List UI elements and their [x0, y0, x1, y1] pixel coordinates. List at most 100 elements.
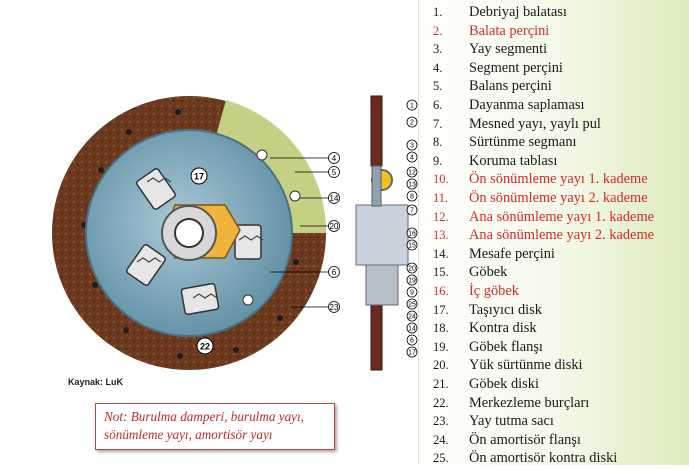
legend-item-number: 25.: [433, 451, 449, 466]
legend-item-label: Göbek: [469, 264, 508, 281]
legend-item-number: 10.: [433, 172, 449, 187]
disc-callout: 4: [332, 154, 337, 163]
diagram-svg: 17 22 4 5 14 20 6 23: [52, 95, 418, 371]
legend-item: 14. Mesafe perçini: [433, 245, 555, 263]
disc-callout: 23: [330, 303, 339, 312]
legend-item-label: Ön amortisör kontra diski: [469, 450, 618, 467]
hub-splines: [174, 218, 204, 248]
section-callout: 16: [408, 231, 416, 238]
section-callout: 7: [410, 208, 414, 215]
section-callout: 9: [410, 290, 414, 297]
legend-item-label: Ön sönümleme yayı 2. kademe: [469, 190, 648, 206]
legend-item: 3.Yay segmenti: [433, 40, 547, 58]
legend-item-label: Merkezleme burçları: [469, 394, 590, 411]
legend-item: 2.Balata perçini: [433, 22, 549, 40]
disc-callout: 20: [330, 222, 339, 231]
disc-inner-label: 22: [200, 342, 210, 352]
legend-item-number: 9.: [433, 153, 443, 168]
legend-item-number: 16.: [433, 284, 449, 298]
legend-item-number: 23.: [433, 414, 449, 429]
legend-item: 20.Yük sürtünme diski: [433, 356, 583, 374]
disc-callout: 6: [332, 268, 337, 277]
legend-item: 10. Ön sönümleme yayı 1. kademe: [433, 170, 648, 188]
segment-rivets: [242, 149, 301, 306]
legend-item-label: Göbek flanşı: [469, 338, 543, 355]
disc-callout: 14: [330, 194, 339, 203]
section-hub-body: [355, 204, 409, 266]
legend-item-number: 24.: [433, 432, 449, 447]
legend-item: 1. Debriyaj balatası: [433, 3, 567, 21]
legend-item: 25. Ön amortisör kontra diski: [433, 449, 617, 467]
section-callout: 8: [410, 194, 414, 201]
section-lining-bottom: [370, 304, 383, 371]
legend-item: 11. Ön sönümleme yayı 2. kademe: [433, 189, 648, 207]
legend-item-label: Balans perçini: [469, 78, 552, 95]
disc-callout: 5: [332, 168, 337, 177]
legend-item: 4.Segment perçini: [433, 59, 563, 77]
legend-item: 12. Ana sönümleme yayı 1. kademe: [433, 208, 654, 226]
legend-item-number: 14.: [433, 246, 449, 261]
legend-item: 9. Koruma tablası: [433, 152, 557, 170]
note-text: Not: Burulma damperi, burulma yayı, sönü…: [104, 409, 304, 442]
legend-item: 7. Mesned yayı, yaylı pul: [433, 115, 601, 133]
legend-item: 15. Göbek: [433, 263, 507, 281]
legend-item: 18. Kontra disk: [433, 319, 537, 337]
legend-item-label: Debriyaj balatası: [469, 4, 567, 20]
legend-item-label: Göbek diski: [469, 376, 539, 392]
legend-item-number: 22.: [433, 395, 449, 410]
lining-rivets: [81, 109, 299, 359]
cross-section: [355, 95, 409, 371]
note-box: Not: Burulma damperi, burulma yayı, sönü…: [95, 403, 335, 450]
legend-item: 23. Yay tutma sacı: [433, 412, 554, 430]
legend-item-label: Mesned yayı, yaylı pul: [469, 115, 601, 132]
legend-item-label: Taşıyıcı disk: [469, 301, 542, 318]
section-plate-upper: [371, 165, 382, 207]
legend-item-number: 5.: [433, 79, 443, 94]
legend-item-number: 6.: [433, 98, 443, 112]
legend-item: 24.Ön amortisör flanşı: [433, 431, 581, 449]
section-callout: 6: [410, 338, 414, 345]
legend-item-number: 19.: [433, 339, 449, 354]
legend-item-label: Ana sönümleme yayı 1. kademe: [469, 208, 655, 225]
section-callouts: 1 2 3 4 12 13 8 7 16 15 20 19 9: [406, 99, 418, 358]
legend-item-number: 3.: [433, 42, 443, 57]
legend-item: 8.Sürtünme segmanı: [433, 133, 577, 151]
section-callout: 20: [408, 266, 416, 273]
disc-callouts: 4 5 14 20 6 23: [270, 152, 340, 313]
section-hub-lower: [365, 264, 399, 306]
legend-item: 6. Dayanma saplaması: [433, 96, 584, 114]
legend-item-label: Kontra disk: [469, 320, 537, 337]
legend-item: 22. Merkezleme burçları: [433, 394, 589, 412]
section-callout: 14: [408, 326, 416, 333]
legend-item-number: 13.: [433, 228, 449, 243]
legend-item-number: 7.: [433, 116, 443, 131]
legend-item-number: 15.: [433, 265, 449, 280]
section-callout: 3: [410, 143, 414, 150]
legend-item-label: Mesafe perçini: [469, 245, 555, 262]
section-callout: 24: [408, 314, 416, 321]
legend-item-number: 18.: [433, 321, 449, 336]
section-callout: 12: [408, 170, 416, 177]
legend-item-label: Ön sönümleme yayı 1. kademe: [469, 171, 648, 188]
legend-item-label: Koruma tablası: [469, 152, 558, 169]
legend-item-label: Yük sürtünme diski: [469, 357, 583, 374]
legend-item: 16.İç göbek: [433, 282, 519, 300]
clutch-disc-diagram: 17 22 4 5 14 20 6 23: [52, 95, 418, 450]
legend-item-number: 2.: [433, 23, 443, 38]
legend-item-label: Yay tutma sacı: [469, 413, 554, 430]
legend-item: 13. Ana sönümleme yayı 2. kademe: [433, 226, 654, 244]
damper-coil-springs: [136, 177, 264, 299]
legend-item: 5. Balans perçini: [433, 77, 552, 95]
legend-item-label: Dayanma saplaması: [469, 97, 585, 113]
legend-item-number: 1.: [433, 5, 443, 19]
section-callout: 15: [408, 243, 416, 250]
legend-item-label: Ana sönümleme yayı 2. kademe: [469, 227, 655, 244]
source-label: Kaynak: LuK: [68, 377, 124, 387]
legend-item: 17.Taşıyıcı disk: [433, 301, 542, 319]
legend-item-number: 11.: [433, 191, 449, 205]
inner-labels: 17 22: [190, 167, 214, 355]
legend-item-number: 12.: [433, 209, 449, 224]
legend-item-number: 8.: [433, 135, 443, 150]
section-callout: 19: [408, 278, 416, 285]
section-callout: 4: [410, 155, 414, 162]
